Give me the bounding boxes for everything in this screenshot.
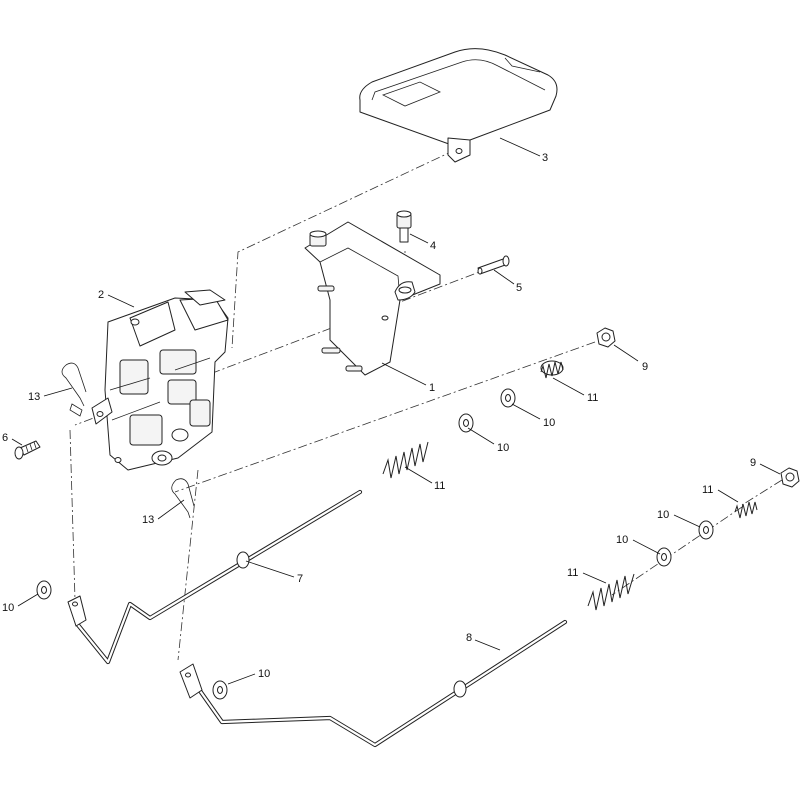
part-10-washer: [500, 388, 516, 408]
part-5-pin: [477, 255, 510, 275]
callout-10: 10: [657, 509, 669, 521]
part-11-spring: [734, 501, 758, 519]
callout-4: 4: [430, 240, 436, 252]
part-6-screw: [14, 440, 41, 460]
callout-13: 13: [28, 391, 40, 403]
part-9-nut: [596, 327, 616, 348]
callout-1: 1: [429, 382, 435, 394]
callout-10: 10: [543, 417, 555, 429]
callout-8: 8: [466, 632, 472, 644]
part-4-bolt: [396, 210, 412, 243]
callout-9: 9: [642, 361, 648, 373]
callout-9: 9: [750, 457, 756, 469]
callout-10: 10: [2, 602, 14, 614]
callout-10: 10: [497, 442, 509, 454]
part-10-washer: [458, 413, 474, 433]
part-13-hairpin-clip: [61, 362, 87, 417]
part-2-control-assembly: [91, 289, 229, 471]
part-11-spring: [382, 441, 429, 479]
stud: [321, 347, 341, 354]
leader-lines: [11, 137, 781, 685]
callout-13: 13: [142, 514, 154, 526]
callout-7: 7: [297, 573, 303, 585]
part-3-cover: [359, 48, 558, 163]
part-13-hairpin-clip: [171, 478, 195, 519]
callout-11: 11: [434, 480, 445, 492]
part-7-rod: [67, 489, 363, 665]
part-10-washer: [698, 520, 714, 540]
callout-11: 11: [702, 484, 713, 496]
callout-11: 11: [587, 392, 598, 404]
stud: [345, 365, 363, 372]
part-11-spring: [540, 360, 564, 379]
callout-5: 5: [516, 282, 522, 294]
callout-2: 2: [98, 289, 104, 301]
callout-10: 10: [258, 668, 270, 680]
part-1-bracket: [304, 221, 441, 376]
part-11-spring: [587, 573, 635, 611]
stud: [317, 285, 335, 292]
callout-10: 10: [616, 534, 628, 546]
part-9-nut: [780, 467, 800, 488]
callout-labels: 3 4 5 2 1 9 11 10 10 13 6 11 13 9 11 10 …: [2, 152, 756, 680]
callout-3: 3: [542, 152, 548, 164]
callout-11: 11: [567, 567, 578, 579]
part-8-rod: [179, 619, 568, 748]
part-10-washer: [656, 547, 672, 567]
part-10-washer: [212, 680, 228, 700]
part-10-washer: [36, 580, 52, 600]
callout-6: 6: [2, 432, 8, 444]
